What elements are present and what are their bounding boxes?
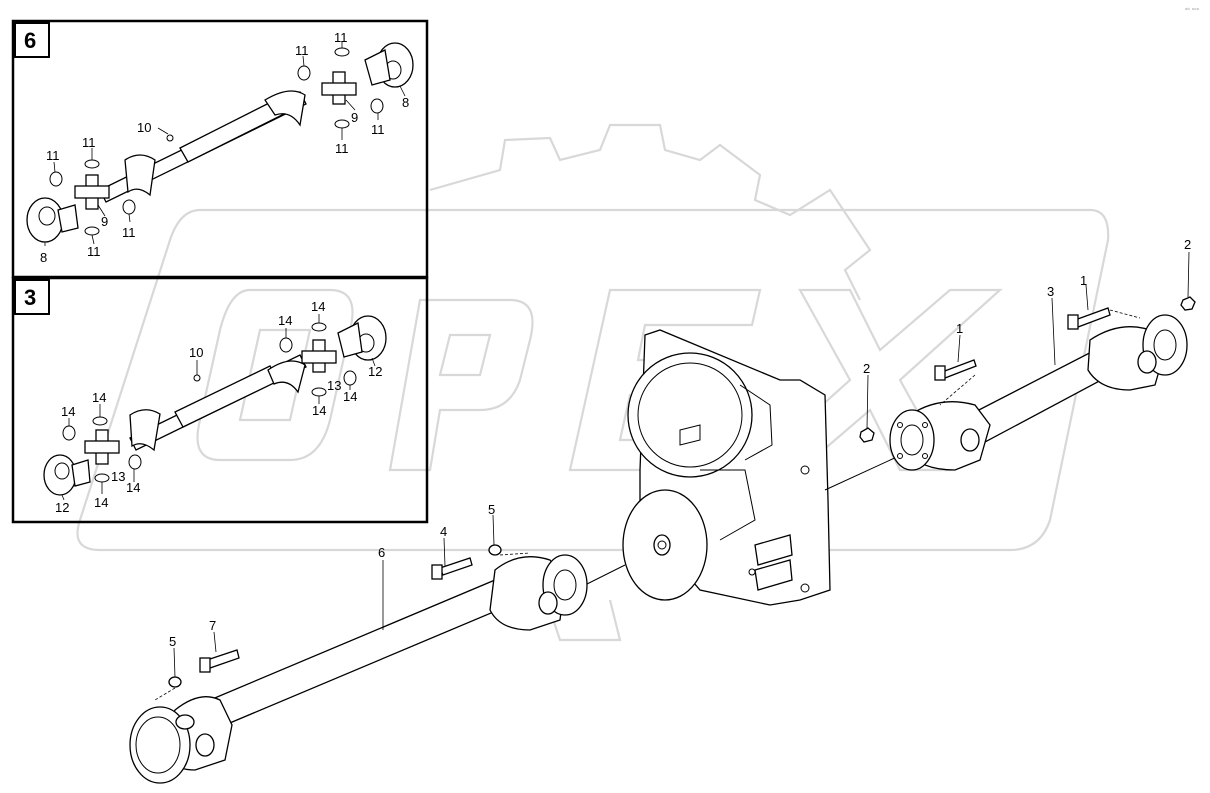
rear-shaft-fasteners (859, 296, 1196, 443)
inset6-leaders (44, 42, 406, 246)
corner-mark: ᵃᵇ ᵒᵒᵒ (1185, 7, 1200, 14)
inset6-shaft (99, 90, 307, 203)
callout-5: 5 (169, 634, 176, 649)
callout-11: 11 (295, 43, 309, 58)
inset6-spider-left (74, 174, 110, 210)
inset3-shaft (129, 354, 307, 452)
callout-11: 11 (371, 122, 385, 137)
callout-14: 14 (312, 403, 326, 418)
callout-10: 10 (137, 120, 151, 135)
callout-12: 12 (368, 364, 382, 379)
callout-6: 6 (378, 545, 385, 560)
callout-7: 7 (209, 618, 216, 633)
inset-panel-3: 3 (11, 276, 429, 524)
inset-tag-3: 3 (24, 285, 36, 310)
inset6-flange-left (26, 197, 79, 243)
callout-14: 14 (61, 404, 75, 419)
callout-14: 14 (126, 480, 140, 495)
callout-5: 5 (488, 502, 495, 517)
inset-tag-6: 6 (24, 28, 36, 53)
rear-drive-shaft (824, 309, 1188, 491)
callout-14: 14 (343, 389, 357, 404)
inset3-spider-right (301, 339, 337, 373)
callout-11: 11 (122, 225, 136, 240)
inset6-spider-right (321, 71, 357, 105)
housing-output-flange (622, 489, 708, 601)
callout-8: 8 (402, 95, 409, 110)
callout-2: 2 (1184, 237, 1191, 252)
main-leaders (173, 251, 1190, 678)
callout-11: 11 (87, 244, 101, 259)
callout-13: 13 (111, 469, 125, 484)
callout-4: 4 (440, 524, 447, 539)
inset6-flange-right (364, 42, 414, 88)
callout-9: 9 (101, 214, 108, 229)
callout-10: 10 (189, 345, 203, 360)
front-drive-shaft (129, 554, 626, 784)
callout-11: 11 (334, 30, 348, 45)
callout-14: 14 (311, 299, 325, 314)
callout-1: 1 (956, 321, 963, 336)
callout-13: 13 (327, 378, 341, 393)
callout-11: 11 (335, 141, 349, 156)
front-shaft-fasteners (154, 544, 531, 701)
callout-3: 3 (1047, 284, 1054, 299)
callout-14: 14 (94, 495, 108, 510)
callout-8: 8 (40, 250, 47, 265)
callout-12: 12 (55, 500, 69, 515)
inset3-flange-right (43, 454, 91, 496)
callout-9: 9 (351, 110, 358, 125)
watermark-logo: ᵃᵇ ᵒᵒᵒ (76, 7, 1200, 642)
callout-11: 11 (82, 135, 96, 150)
callout-2: 2 (863, 361, 870, 376)
inset3-spider-left (84, 429, 120, 465)
inset3-flange-right (337, 315, 387, 361)
callout-1: 1 (1080, 273, 1087, 288)
callout-14: 14 (278, 313, 292, 328)
callout-14: 14 (92, 390, 106, 405)
inset3-leaders (61, 314, 376, 501)
callout-11: 11 (46, 148, 60, 163)
inset-panel-6: 6 (11, 19, 429, 279)
